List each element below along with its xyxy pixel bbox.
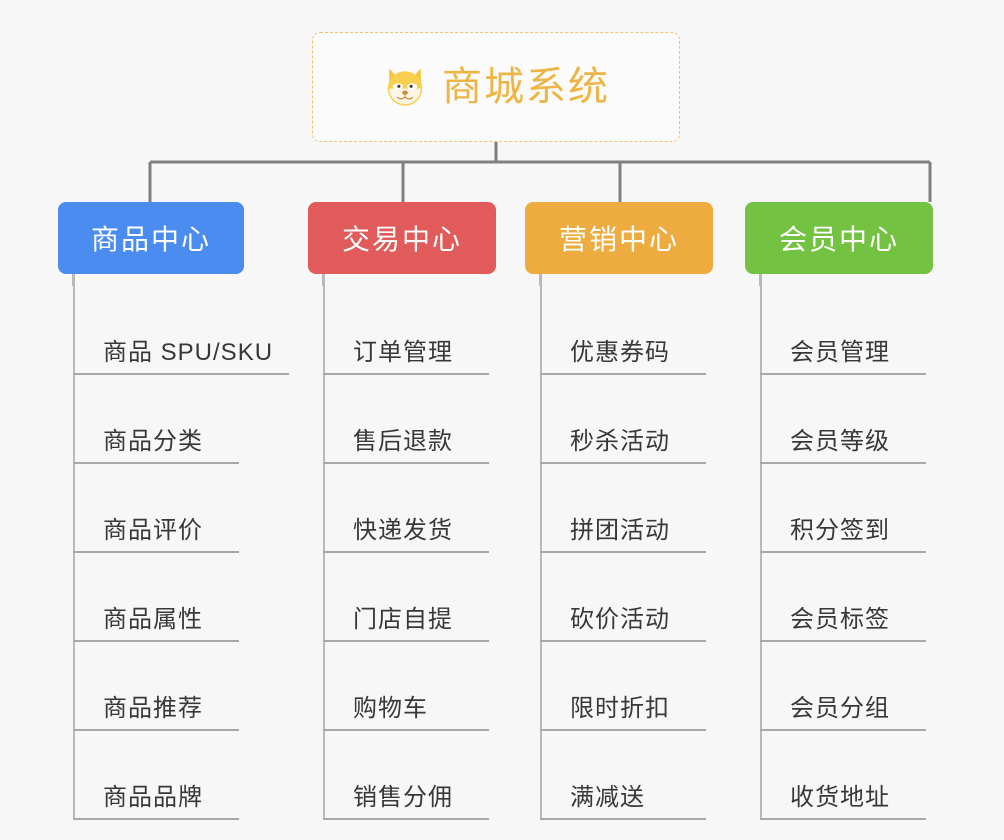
leaf-underline: 商品品牌 bbox=[73, 777, 239, 820]
leaf-label: 会员分组 bbox=[790, 695, 890, 722]
leaf-list-0: 商品 SPU/SKU 商品分类 商品评价 商品属性 商品推荐 商品品牌 bbox=[73, 274, 290, 820]
leaf-item[interactable]: 商品 SPU/SKU bbox=[73, 286, 290, 375]
branch-header-1[interactable]: 交易中心 bbox=[308, 202, 496, 274]
leaf-underline: 积分签到 bbox=[760, 510, 926, 553]
root-node[interactable]: 商城系统 bbox=[312, 32, 680, 142]
leaf-item[interactable]: 砍价活动 bbox=[540, 553, 713, 642]
leaf-item[interactable]: 会员等级 bbox=[760, 375, 933, 464]
leaf-label: 商品推荐 bbox=[103, 695, 203, 722]
branch-column-交易中心: 交易中心 订单管理 售后退款 快递发货 门店自提 购物车 销售分佣 bbox=[308, 202, 496, 820]
leaf-label: 满减送 bbox=[570, 784, 645, 811]
leaf-item[interactable]: 优惠券码 bbox=[540, 286, 713, 375]
leaf-label: 售后退款 bbox=[353, 428, 453, 455]
leaf-item[interactable]: 积分签到 bbox=[760, 464, 933, 553]
leaf-list-3: 会员管理 会员等级 积分签到 会员标签 会员分组 收货地址 bbox=[760, 274, 933, 820]
leaf-item[interactable]: 商品品牌 bbox=[73, 731, 289, 820]
leaf-label: 砍价活动 bbox=[570, 606, 670, 633]
leaf-item[interactable]: 商品分类 bbox=[73, 375, 289, 464]
leaf-underline: 购物车 bbox=[323, 688, 489, 731]
leaf-trunk-0 bbox=[73, 274, 75, 820]
leaf-label: 会员管理 bbox=[790, 339, 890, 366]
leaf-label: 优惠券码 bbox=[570, 339, 670, 366]
shiba-dog-face-icon bbox=[387, 68, 423, 108]
leaf-trunk-2 bbox=[540, 274, 542, 820]
leaf-item[interactable]: 订单管理 bbox=[323, 286, 496, 375]
leaf-item[interactable]: 快递发货 bbox=[323, 464, 496, 553]
branch-header-3[interactable]: 会员中心 bbox=[745, 202, 933, 274]
leaf-item[interactable]: 商品属性 bbox=[73, 553, 289, 642]
leaf-underline: 拼团活动 bbox=[540, 510, 706, 553]
leaf-item[interactable]: 会员标签 bbox=[760, 553, 933, 642]
leaf-item[interactable]: 商品评价 bbox=[73, 464, 289, 553]
leaf-underline: 商品分类 bbox=[73, 421, 239, 464]
leaf-underline: 售后退款 bbox=[323, 421, 489, 464]
leaf-label: 会员等级 bbox=[790, 428, 890, 455]
leaf-list-2: 优惠券码 秒杀活动 拼团活动 砍价活动 限时折扣 满减送 bbox=[540, 274, 713, 820]
leaf-underline: 收货地址 bbox=[760, 777, 926, 820]
leaf-label: 快递发货 bbox=[353, 517, 453, 544]
leaf-label: 商品分类 bbox=[103, 428, 203, 455]
leaf-label: 拼团活动 bbox=[570, 517, 670, 544]
leaf-item[interactable]: 限时折扣 bbox=[540, 642, 713, 731]
leaf-item[interactable]: 会员分组 bbox=[760, 642, 933, 731]
branch-header-0[interactable]: 商品中心 bbox=[58, 202, 244, 274]
leaf-underline: 订单管理 bbox=[323, 332, 489, 375]
leaf-underline: 会员管理 bbox=[760, 332, 926, 375]
leaf-underline: 商品推荐 bbox=[73, 688, 239, 731]
leaf-item[interactable]: 售后退款 bbox=[323, 375, 496, 464]
leaf-item[interactable]: 会员管理 bbox=[760, 286, 933, 375]
leaf-underline: 满减送 bbox=[540, 777, 706, 820]
leaf-label: 订单管理 bbox=[353, 339, 453, 366]
branch-column-营销中心: 营销中心 优惠券码 秒杀活动 拼团活动 砍价活动 限时折扣 满减送 bbox=[525, 202, 713, 820]
leaf-item[interactable]: 秒杀活动 bbox=[540, 375, 713, 464]
leaf-underline: 快递发货 bbox=[323, 510, 489, 553]
leaf-item[interactable]: 商品推荐 bbox=[73, 642, 289, 731]
leaf-underline: 商品 SPU/SKU bbox=[73, 332, 290, 375]
leaf-underline: 优惠券码 bbox=[540, 332, 706, 375]
branch-column-会员中心: 会员中心 会员管理 会员等级 积分签到 会员标签 会员分组 收货地址 bbox=[745, 202, 933, 820]
leaf-label: 商品品牌 bbox=[103, 784, 203, 811]
leaf-label: 购物车 bbox=[353, 695, 428, 722]
leaf-underline: 会员等级 bbox=[760, 421, 926, 464]
leaf-label: 限时折扣 bbox=[570, 695, 670, 722]
leaf-underline: 砍价活动 bbox=[540, 599, 706, 642]
leaf-underline: 限时折扣 bbox=[540, 688, 706, 731]
leaf-item[interactable]: 门店自提 bbox=[323, 553, 496, 642]
branch-header-2[interactable]: 营销中心 bbox=[525, 202, 713, 274]
leaf-underline: 会员标签 bbox=[760, 599, 926, 642]
leaf-item[interactable]: 收货地址 bbox=[760, 731, 933, 820]
leaf-trunk-1 bbox=[323, 274, 325, 820]
leaf-label: 收货地址 bbox=[790, 784, 890, 811]
leaf-underline: 商品评价 bbox=[73, 510, 239, 553]
leaf-underline: 秒杀活动 bbox=[540, 421, 706, 464]
leaf-label: 商品属性 bbox=[103, 606, 203, 633]
root-node-label: 商城系统 bbox=[442, 65, 610, 109]
branch-column-商品中心: 商品中心 商品 SPU/SKU 商品分类 商品评价 商品属性 商品推荐 商品品牌 bbox=[58, 202, 290, 820]
leaf-underline: 门店自提 bbox=[323, 599, 489, 642]
leaf-label: 商品 SPU/SKU bbox=[103, 339, 274, 366]
leaf-label: 销售分佣 bbox=[353, 784, 453, 811]
leaf-label: 商品评价 bbox=[103, 517, 203, 544]
leaf-item[interactable]: 满减送 bbox=[540, 731, 713, 820]
leaf-item[interactable]: 购物车 bbox=[323, 642, 496, 731]
leaf-underline: 销售分佣 bbox=[323, 777, 489, 820]
leaf-label: 秒杀活动 bbox=[570, 428, 670, 455]
leaf-label: 门店自提 bbox=[353, 606, 453, 633]
leaf-list-1: 订单管理 售后退款 快递发货 门店自提 购物车 销售分佣 bbox=[323, 274, 496, 820]
leaf-label: 积分签到 bbox=[790, 517, 890, 544]
leaf-underline: 商品属性 bbox=[73, 599, 239, 642]
leaf-trunk-3 bbox=[760, 274, 762, 820]
leaf-item[interactable]: 销售分佣 bbox=[323, 731, 496, 820]
leaf-label: 会员标签 bbox=[790, 606, 890, 633]
leaf-underline: 会员分组 bbox=[760, 688, 926, 731]
leaf-item[interactable]: 拼团活动 bbox=[540, 464, 713, 553]
